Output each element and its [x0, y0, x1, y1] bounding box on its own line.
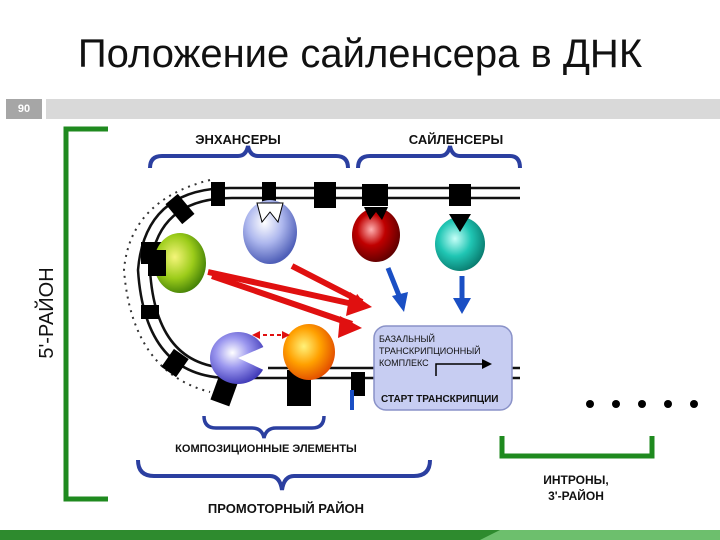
enhancer-protein-green [148, 233, 206, 293]
composite-label: КОМПОЗИЦИОННЫЕ ЭЛЕМЕНТЫ [175, 443, 357, 455]
activation-arrow-head-2 [338, 316, 362, 338]
repression-arrow-2 [453, 276, 471, 314]
footer-bar [0, 530, 720, 540]
activation-arrow-head [346, 292, 372, 316]
activation-arrow-3 [211, 273, 353, 327]
continuation-dots [586, 400, 698, 408]
basal-complex-line2: ТРАНСКРИПЦИОННЫЙ [379, 345, 481, 356]
slide-title: Положение сайленсера в ДНК [77, 32, 643, 76]
promoter-bracket [136, 459, 432, 491]
introns-label-line1: ИНТРОНЫ, [543, 473, 609, 487]
basal-complex-line1: БАЗАЛЬНЫЙ [379, 333, 435, 344]
silencer-protein-red [352, 207, 400, 262]
composite-protein-orange [283, 324, 335, 380]
basal-complex-line3: КОМПЛЕКС [379, 358, 429, 368]
header-bar [46, 99, 720, 119]
repression-arrow-1 [385, 267, 408, 312]
activation-arrow-1 [207, 269, 364, 310]
enhancer-protein-blue [243, 200, 297, 264]
five-prime-label: 5'-РАЙОН [34, 267, 58, 358]
promoter-label: ПРОМОТОРНЫЙ РАЙОН [208, 501, 364, 516]
slide-number: 90 [6, 99, 42, 119]
silencers-label: САЙЛЕНСЕРЫ [409, 132, 503, 147]
interaction-double-arrow [252, 331, 290, 339]
transcription-start-arrow [435, 359, 492, 376]
basal-transcription-complex: БАЗАЛЬНЫЙ ТРАНСКРИПЦИОННЫЙ КОМПЛЕКС СТАР… [373, 325, 513, 411]
introns-label-line2: 3'-РАЙОН [548, 488, 604, 503]
composite-protein-violet [210, 332, 268, 384]
introns-bracket [499, 436, 655, 459]
transcription-start-label: СТАРТ ТРАНСКРИПЦИИ [381, 394, 499, 405]
silencer-protein-teal [435, 214, 485, 271]
composite-bracket [202, 415, 326, 439]
dna-dotted-strand [122, 179, 211, 393]
enhancers-bracket [148, 145, 350, 169]
enhancers-label: ЭНХАНСЕРЫ [195, 132, 281, 147]
five-prime-bracket [63, 126, 108, 502]
silencers-bracket [356, 145, 522, 169]
